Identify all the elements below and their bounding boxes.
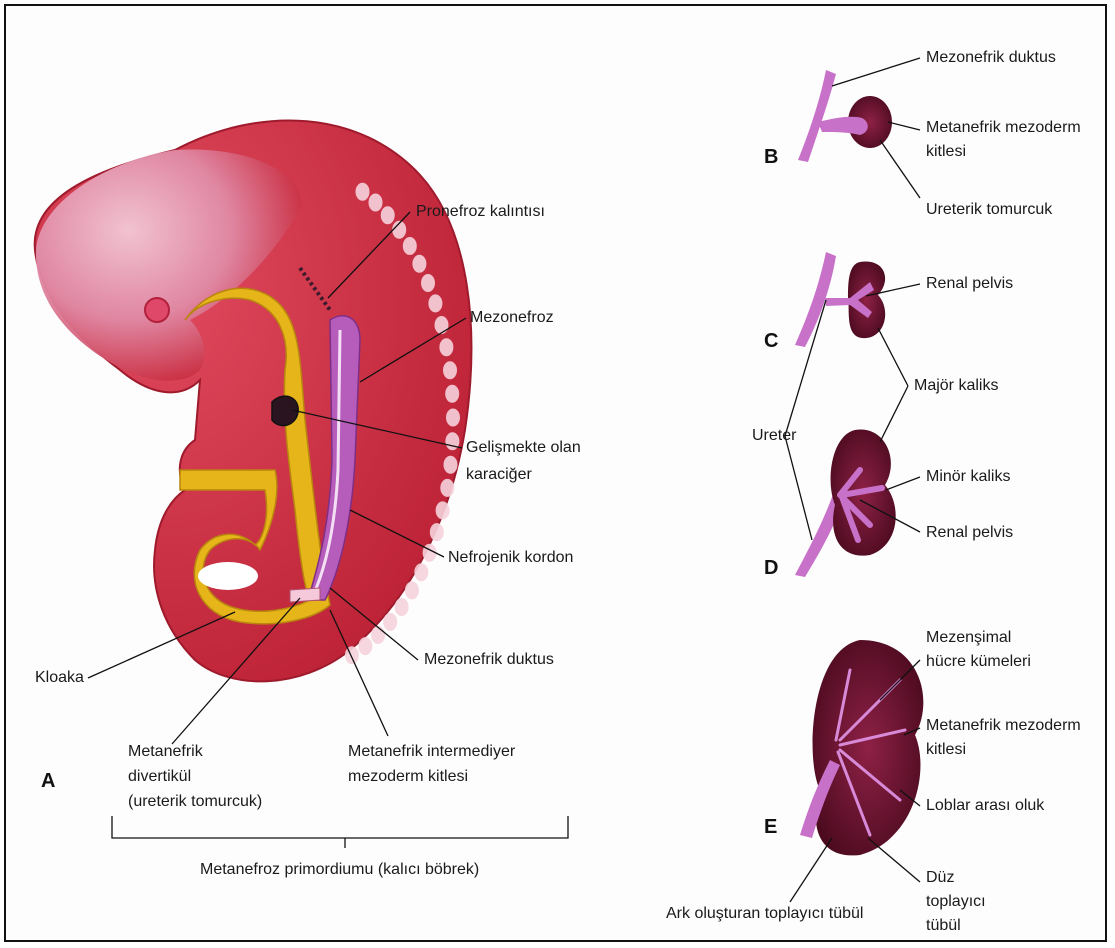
panel-label-a: A bbox=[41, 770, 55, 793]
label-divertikul-2: divertikül bbox=[128, 767, 191, 787]
metanephric-diverticulum bbox=[290, 588, 320, 602]
somite bbox=[444, 456, 458, 474]
somite bbox=[428, 294, 442, 312]
panel-label-d: D bbox=[764, 557, 778, 580]
embryo-body bbox=[35, 120, 472, 681]
somite bbox=[356, 183, 370, 201]
label-nefrojenik-kordon: Nefrojenik kordon bbox=[448, 548, 573, 568]
label-renal-pelvis-c: Renal pelvis bbox=[926, 274, 1013, 294]
somite bbox=[345, 646, 359, 664]
panel-label-b: B bbox=[764, 146, 778, 169]
label-ureter: Ureter bbox=[752, 426, 796, 446]
label-mezoderm-e-2: kitlesi bbox=[926, 740, 966, 760]
panel-label-c: C bbox=[764, 330, 778, 353]
label-mezensimal-2: hücre kümeleri bbox=[926, 652, 1031, 672]
label-primordium: Metanefroz primordiumu (kalıcı böbrek) bbox=[200, 860, 479, 880]
somite bbox=[369, 194, 383, 212]
somite bbox=[435, 316, 449, 334]
label-duz-2: toplayıcı bbox=[926, 892, 986, 912]
eye-icon bbox=[145, 298, 169, 322]
label-minor-kaliks: Minör kaliks bbox=[926, 467, 1010, 487]
kidney-d bbox=[795, 430, 896, 577]
label-kloaka: Kloaka bbox=[35, 668, 84, 688]
somite bbox=[436, 501, 450, 519]
label-divertikul-3: (ureterik tomurcuk) bbox=[128, 792, 262, 812]
somite bbox=[383, 613, 397, 631]
somite bbox=[405, 581, 419, 599]
label-karaciger-2: karaciğer bbox=[466, 465, 532, 485]
label-ureterik-tomurcuk: Ureterik tomurcuk bbox=[926, 200, 1052, 220]
somite bbox=[440, 479, 454, 497]
label-loblar-arasi-oluk: Loblar arası oluk bbox=[926, 796, 1044, 816]
label-ark-toplayici: Ark oluşturan toplayıcı tübül bbox=[666, 904, 863, 924]
label-duz-3: tübül bbox=[926, 916, 961, 936]
label-duz-1: Düz bbox=[926, 868, 954, 888]
somite bbox=[412, 255, 426, 273]
label-intermediyer-1: Metanefrik intermediyer bbox=[348, 742, 515, 762]
label-mezonefrik-duktus-b: Mezonefrik duktus bbox=[926, 48, 1056, 68]
label-mezoderm-b-2: kitlesi bbox=[926, 142, 966, 162]
somite bbox=[421, 274, 435, 292]
somite bbox=[371, 626, 385, 644]
somite bbox=[446, 409, 460, 427]
somite bbox=[395, 598, 409, 616]
somite bbox=[358, 637, 372, 655]
somite bbox=[414, 563, 428, 581]
kidney-b bbox=[798, 70, 892, 162]
kidney-e bbox=[800, 640, 923, 855]
label-mezoderm-b-1: Metanefrik mezoderm bbox=[926, 118, 1081, 138]
kidney-c bbox=[795, 252, 885, 347]
label-pronefroz: Pronefroz kalıntısı bbox=[416, 202, 545, 222]
label-renal-pelvis-d: Renal pelvis bbox=[926, 523, 1013, 543]
somite bbox=[439, 338, 453, 356]
label-divertikul-1: Metanefrik bbox=[128, 742, 203, 762]
somite bbox=[403, 237, 417, 255]
label-intermediyer-2: mezoderm kitlesi bbox=[348, 767, 468, 787]
label-mezoderm-e-1: Metanefrik mezoderm bbox=[926, 716, 1081, 736]
somite bbox=[445, 385, 459, 403]
label-major-kaliks: Majör kaliks bbox=[914, 376, 998, 396]
label-mezensimal-1: Mezenşimal bbox=[926, 628, 1011, 648]
somite bbox=[381, 206, 395, 224]
somite bbox=[430, 523, 444, 541]
label-karaciger-1: Gelişmekte olan bbox=[466, 438, 581, 458]
label-mezonefrik-duktus-a: Mezonefrik duktus bbox=[424, 650, 554, 670]
label-mezonefroz: Mezonefroz bbox=[470, 308, 554, 328]
somite bbox=[443, 361, 457, 379]
panel-label-e: E bbox=[764, 816, 777, 839]
